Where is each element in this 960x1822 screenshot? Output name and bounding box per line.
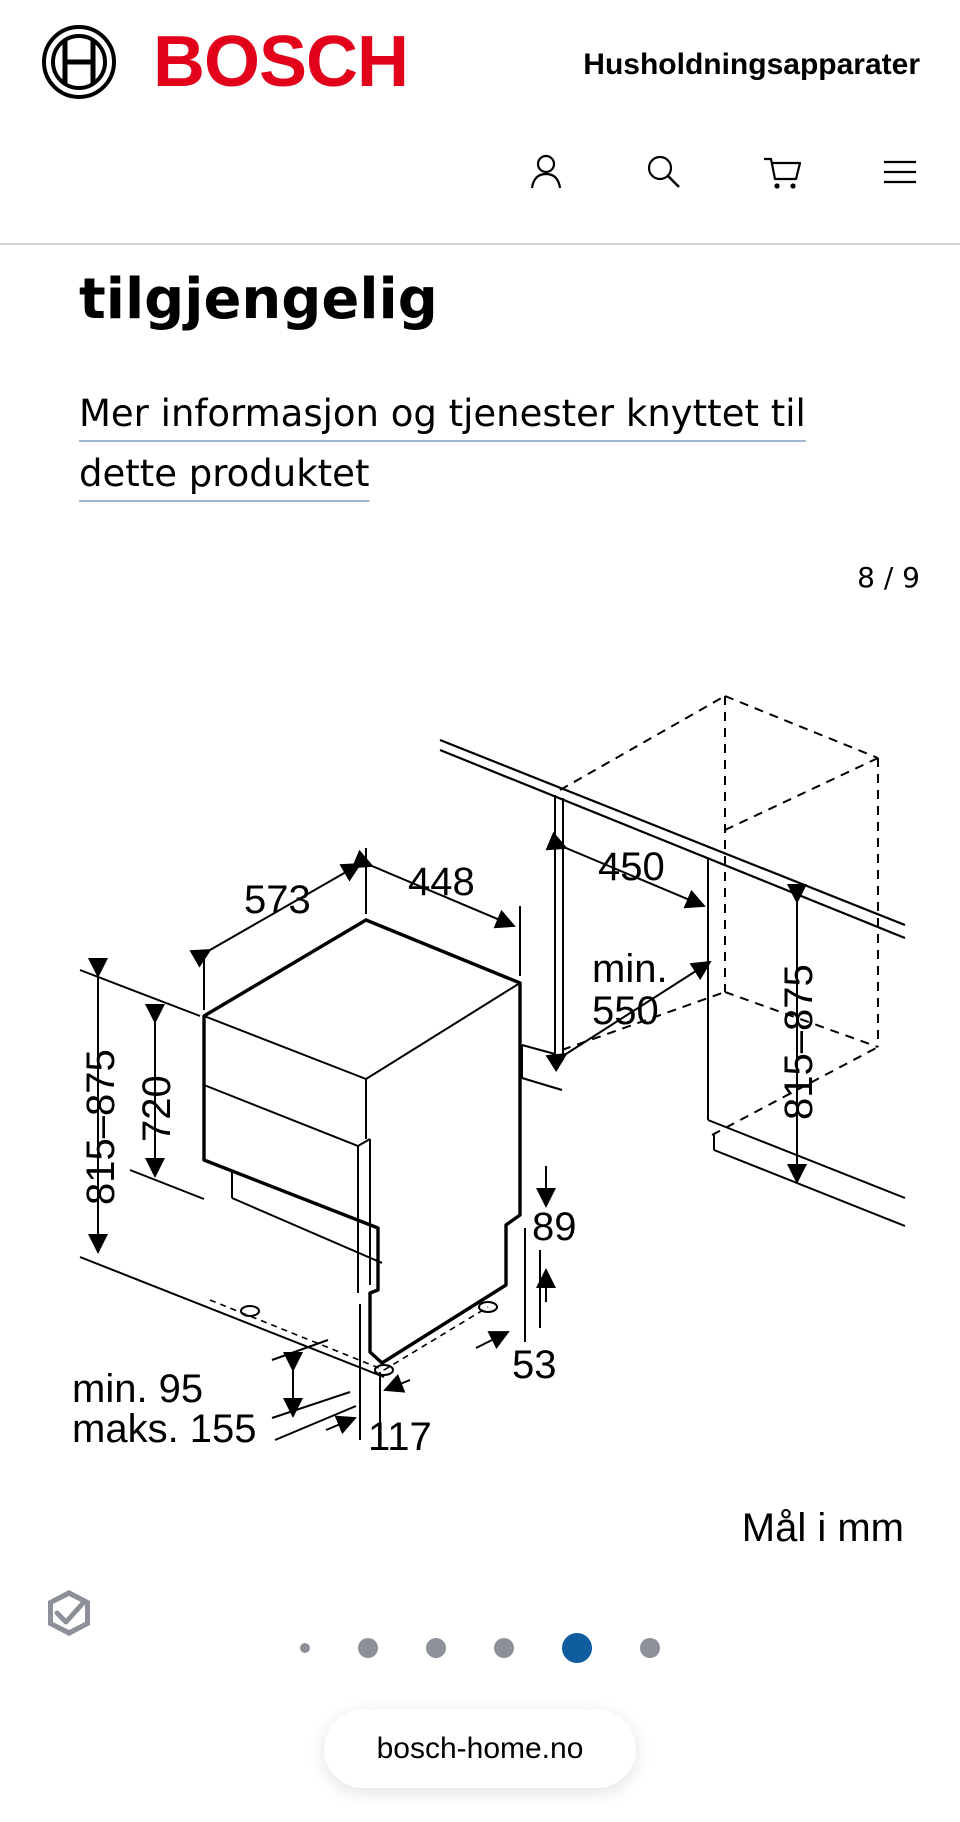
dim-height-range: 815–875 [79, 1049, 123, 1205]
bosch-logo-icon[interactable] [41, 24, 117, 100]
gallery-dot[interactable] [300, 1643, 310, 1653]
dim-foot: 53 [512, 1343, 557, 1387]
category-title[interactable]: Husholdningsapparater [583, 48, 920, 81]
cart-icon[interactable] [760, 150, 804, 194]
gallery-pagination [0, 1632, 960, 1664]
menu-icon[interactable] [878, 150, 922, 194]
product-heading-text: tilgjengelig [79, 267, 438, 332]
dim-front-offset: 117 [368, 1415, 432, 1459]
gallery-dot[interactable] [640, 1638, 660, 1658]
gallery-dot[interactable] [426, 1638, 446, 1658]
dim-niche-width: 450 [598, 845, 665, 889]
address-bar-url[interactable]: bosch-home.no [324, 1710, 636, 1788]
gallery-dot[interactable] [358, 1638, 378, 1658]
dim-depth: 573 [244, 878, 311, 922]
dim-plinth: 89 [532, 1205, 577, 1249]
dim-niche-depth-line2: 550 [592, 989, 659, 1033]
gallery-dot-active[interactable] [562, 1633, 592, 1663]
search-icon[interactable] [642, 150, 686, 194]
brand-name[interactable]: BOSCH [153, 22, 409, 102]
dimension-drawing: 573 448 450 min. 550 815–875 720 815–875… [0, 680, 960, 1480]
dim-niche-depth-line1: min. [592, 947, 668, 991]
user-icon[interactable] [524, 150, 568, 194]
product-heading: tilgjengelig [79, 180, 438, 335]
dim-niche-height-range: 815–875 [777, 964, 821, 1120]
dim-toe-kick-max: maks. 155 [72, 1407, 257, 1451]
gallery-counter: 8 / 9 [857, 561, 920, 594]
dim-height: 720 [135, 1075, 179, 1142]
dim-width: 448 [408, 860, 475, 904]
checkmark-badge-icon[interactable] [42, 1586, 96, 1640]
site-header: BOSCH Husholdningsapparater [0, 0, 960, 245]
more-info-link[interactable]: Mer informasjon og tjenester knyttet til… [79, 384, 839, 504]
dim-toe-kick-min: min. 95 [72, 1367, 203, 1411]
gallery-dot[interactable] [494, 1638, 514, 1658]
units-note: Mål i mm [741, 1506, 904, 1550]
more-info-link-text[interactable]: Mer informasjon og tjenester knyttet til… [79, 392, 806, 495]
